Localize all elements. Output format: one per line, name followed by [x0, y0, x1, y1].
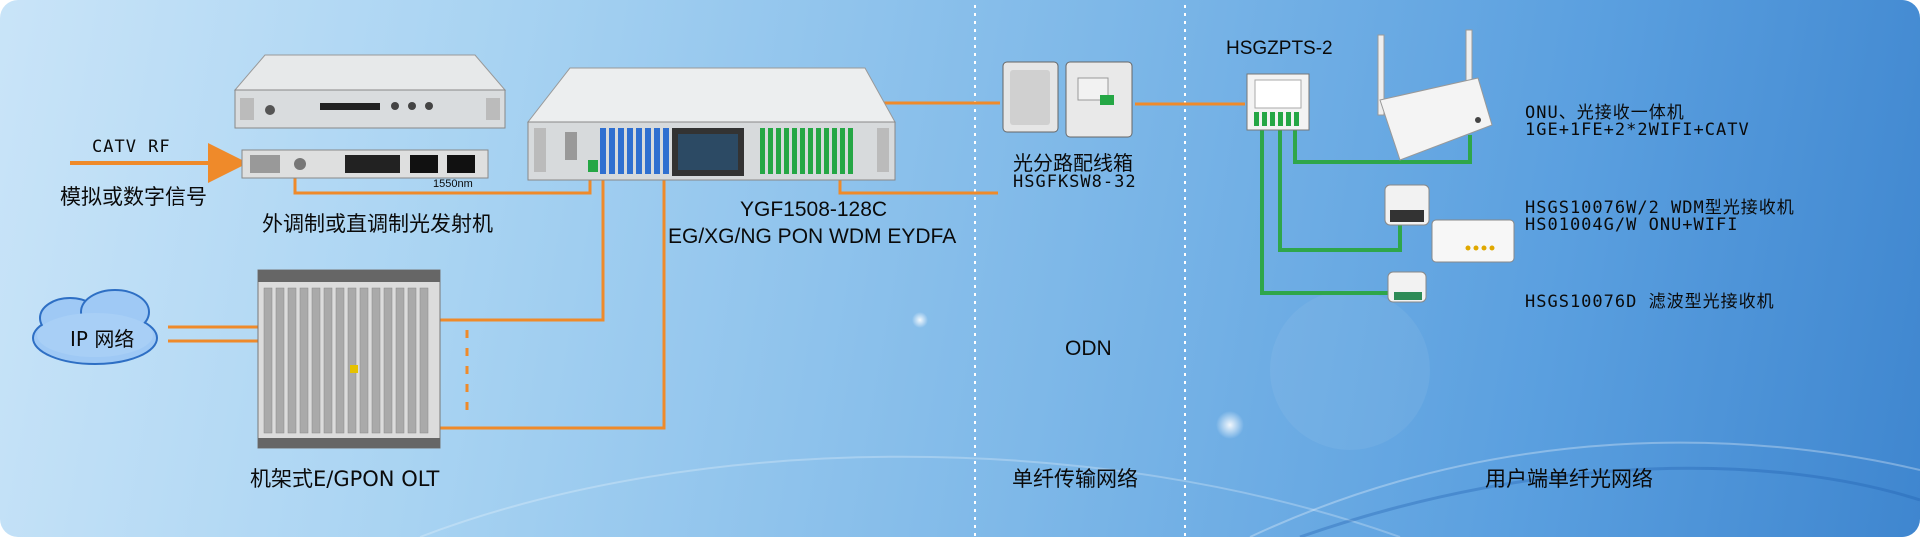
- wdm-receiver-line2: HS01004G/W ONU+WIFI: [1525, 215, 1739, 235]
- splitter-box-label: 光分路配线箱: [1013, 151, 1133, 175]
- fiber-olt-edfa: [438, 178, 605, 322]
- glow-dot: [1216, 411, 1244, 439]
- onu-router-line2: 1GE+1FE+2*2WIFI+CATV: [1525, 120, 1750, 140]
- signal-label: 模拟或数字信号: [60, 185, 207, 209]
- glow-dot: [912, 312, 928, 328]
- splitter-box-device: [1002, 61, 1133, 138]
- splitter-box-model: HSGFKSW8-32: [1013, 172, 1137, 192]
- olt-device: [257, 269, 441, 449]
- decor-wave: [1249, 441, 1920, 537]
- fiber-green-filter: [1260, 130, 1395, 295]
- filter-receiver-device: [1387, 271, 1427, 303]
- transmitter-device: [233, 54, 507, 179]
- onu-router-device: [1377, 29, 1493, 161]
- fiber-olt-edfa: [438, 175, 666, 430]
- decor-wave: [1299, 466, 1920, 537]
- ip-network-label: IP 网络: [70, 327, 135, 351]
- onu-router-line1: ONU、光接收一体机: [1525, 103, 1685, 123]
- odn-label: ODN: [1065, 337, 1112, 360]
- single-fiber-network-label: 单纤传输网络: [1012, 467, 1138, 491]
- olt-label: 机架式E/GPON OLT: [250, 467, 440, 491]
- catv-rf-label: CATV RF: [92, 137, 171, 157]
- fiber-green-wdm: [1278, 130, 1402, 252]
- decor-circle: [1270, 290, 1430, 450]
- splitter-device: [1246, 73, 1310, 131]
- ip-cloud: [32, 289, 158, 365]
- transmitter-label: 外调制或直调制光发射机: [262, 212, 493, 236]
- wavelength-label: 1550nm: [433, 178, 473, 190]
- decor-wave: [419, 455, 1401, 537]
- splitter-model-label: HSGZPTS-2: [1226, 38, 1333, 59]
- wdm-receiver-line1: HSGS10076W/2 WDM型光接收机: [1525, 198, 1795, 218]
- filter-receiver-line1: HSGS10076D 滤波型光接收机: [1525, 292, 1775, 312]
- user-side-network-label: 用户端单纤光网络: [1485, 467, 1653, 491]
- edfa-desc-label: EG/XG/NG PON WDM EYDFA: [668, 225, 957, 248]
- fiber-green-onu: [1293, 130, 1472, 164]
- fiber-tx-edfa: [293, 175, 592, 195]
- wdm-receiver-device: [1384, 184, 1515, 263]
- edfa-device: [526, 67, 896, 181]
- edfa-model-label: YGF1508-128C: [740, 198, 888, 221]
